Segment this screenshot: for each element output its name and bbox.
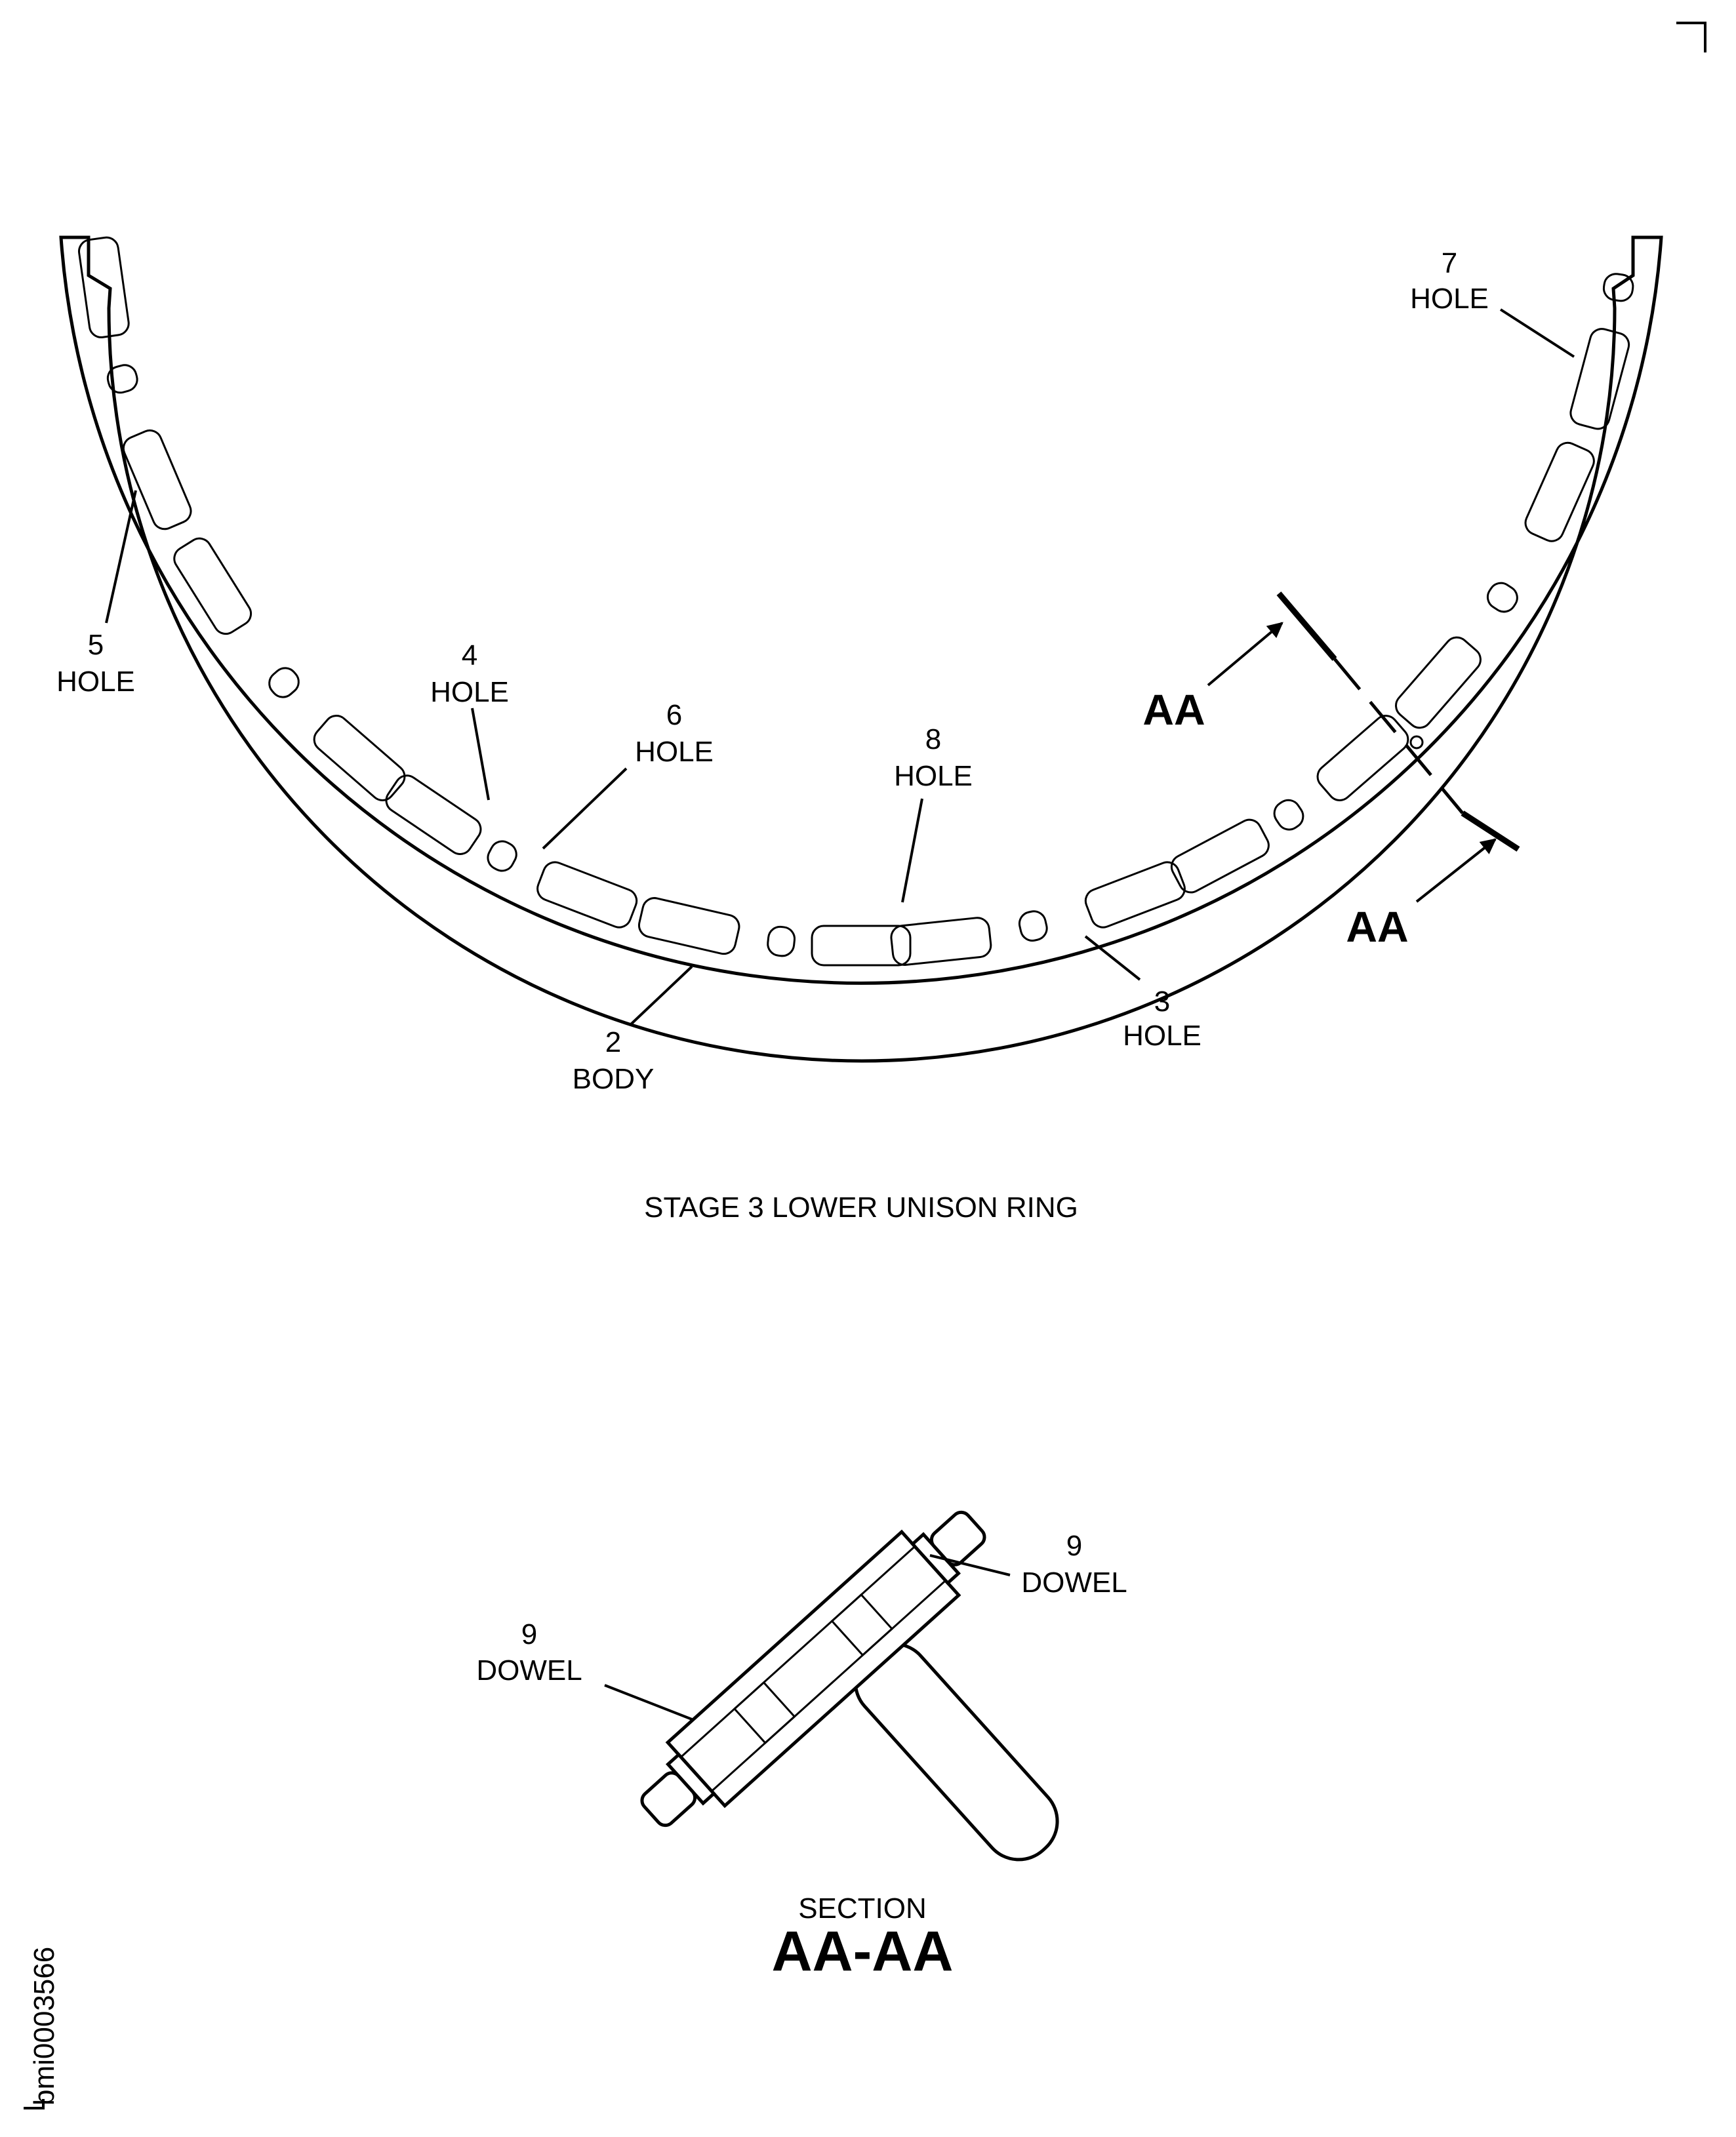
svg-text:DOWEL: DOWEL <box>1021 1567 1127 1599</box>
ring-slot <box>78 236 130 338</box>
svg-text:3: 3 <box>1154 986 1170 1018</box>
section-view-dowel <box>640 1510 1059 1862</box>
ring-slot <box>1602 273 1634 302</box>
svg-text:bmi0003566: bmi0003566 <box>28 1947 60 2106</box>
ring-slot <box>1170 818 1270 894</box>
ring-slot <box>1569 328 1630 430</box>
callout-9-dowel-right: 9 DOWEL <box>1021 1530 1127 1599</box>
figure-id: bmi0003566 <box>24 1947 60 2109</box>
ring-slot <box>536 861 638 929</box>
callout-9-dowel-left: 9 DOWEL <box>476 1618 582 1687</box>
callout-leaders <box>105 308 1575 1026</box>
ring-slot <box>1273 799 1304 831</box>
ring-slot <box>811 925 912 967</box>
ring-slot <box>1395 636 1482 729</box>
ring-slot <box>1524 441 1595 542</box>
callout-5-hole: 5 HOLE <box>56 629 135 698</box>
ring-slot <box>767 925 796 957</box>
ring-slot <box>637 897 740 955</box>
ring-slot <box>1018 910 1048 942</box>
ring-slots <box>78 236 1634 967</box>
section-marker-upper: AA <box>1142 685 1205 734</box>
figure-title: STAGE 3 LOWER UNISON RING <box>644 1191 1078 1224</box>
svg-text:HOLE: HOLE <box>1410 283 1489 315</box>
svg-text:HOLE: HOLE <box>430 676 509 708</box>
ring-slot <box>313 715 406 801</box>
svg-text:HOLE: HOLE <box>56 666 135 698</box>
ring-slot <box>268 667 300 698</box>
callout-8-hole: 8 HOLE <box>894 723 973 792</box>
svg-text:7: 7 <box>1442 247 1457 279</box>
ring-slot <box>1486 582 1518 613</box>
svg-text:BODY: BODY <box>573 1063 655 1095</box>
callout-6-hole: 6 HOLE <box>635 699 714 768</box>
corner-crop-mark <box>1676 22 1706 52</box>
ring-slot <box>122 429 192 530</box>
dowel-left <box>640 1752 716 1827</box>
section-caption: SECTION <box>798 1892 927 1925</box>
svg-text:2: 2 <box>605 1026 621 1058</box>
dowel-right <box>910 1510 986 1586</box>
svg-text:HOLE: HOLE <box>635 736 714 768</box>
ring-body <box>59 235 1663 1063</box>
svg-text:5: 5 <box>88 629 104 661</box>
callout-2-body: 2 BODY <box>573 1026 655 1095</box>
ring-slot <box>106 364 138 394</box>
section-name: AA-AA <box>771 1920 953 1983</box>
svg-text:8: 8 <box>925 723 941 755</box>
svg-text:9: 9 <box>1066 1530 1082 1562</box>
svg-text:9: 9 <box>521 1618 537 1650</box>
svg-text:4: 4 <box>462 639 477 671</box>
section-marker-lower: AA <box>1346 902 1408 951</box>
ring-slot <box>385 774 482 855</box>
section-cut-line <box>1207 591 1520 903</box>
ring-slot <box>1316 715 1409 801</box>
svg-text:6: 6 <box>666 699 682 731</box>
callout-3-hole: 3 HOLE <box>1123 986 1201 1052</box>
svg-text:DOWEL: DOWEL <box>476 1654 582 1687</box>
ring-slot <box>173 537 252 635</box>
svg-text:HOLE: HOLE <box>1123 1020 1201 1052</box>
ring-slot <box>1084 861 1186 929</box>
callout-7-hole: 7 HOLE <box>1410 247 1489 315</box>
ring-slot <box>487 840 517 872</box>
ring-slot <box>890 917 992 967</box>
svg-text:HOLE: HOLE <box>894 760 973 792</box>
unison-ring <box>59 235 1663 1063</box>
callout-4-hole: 4 HOLE <box>430 639 509 708</box>
